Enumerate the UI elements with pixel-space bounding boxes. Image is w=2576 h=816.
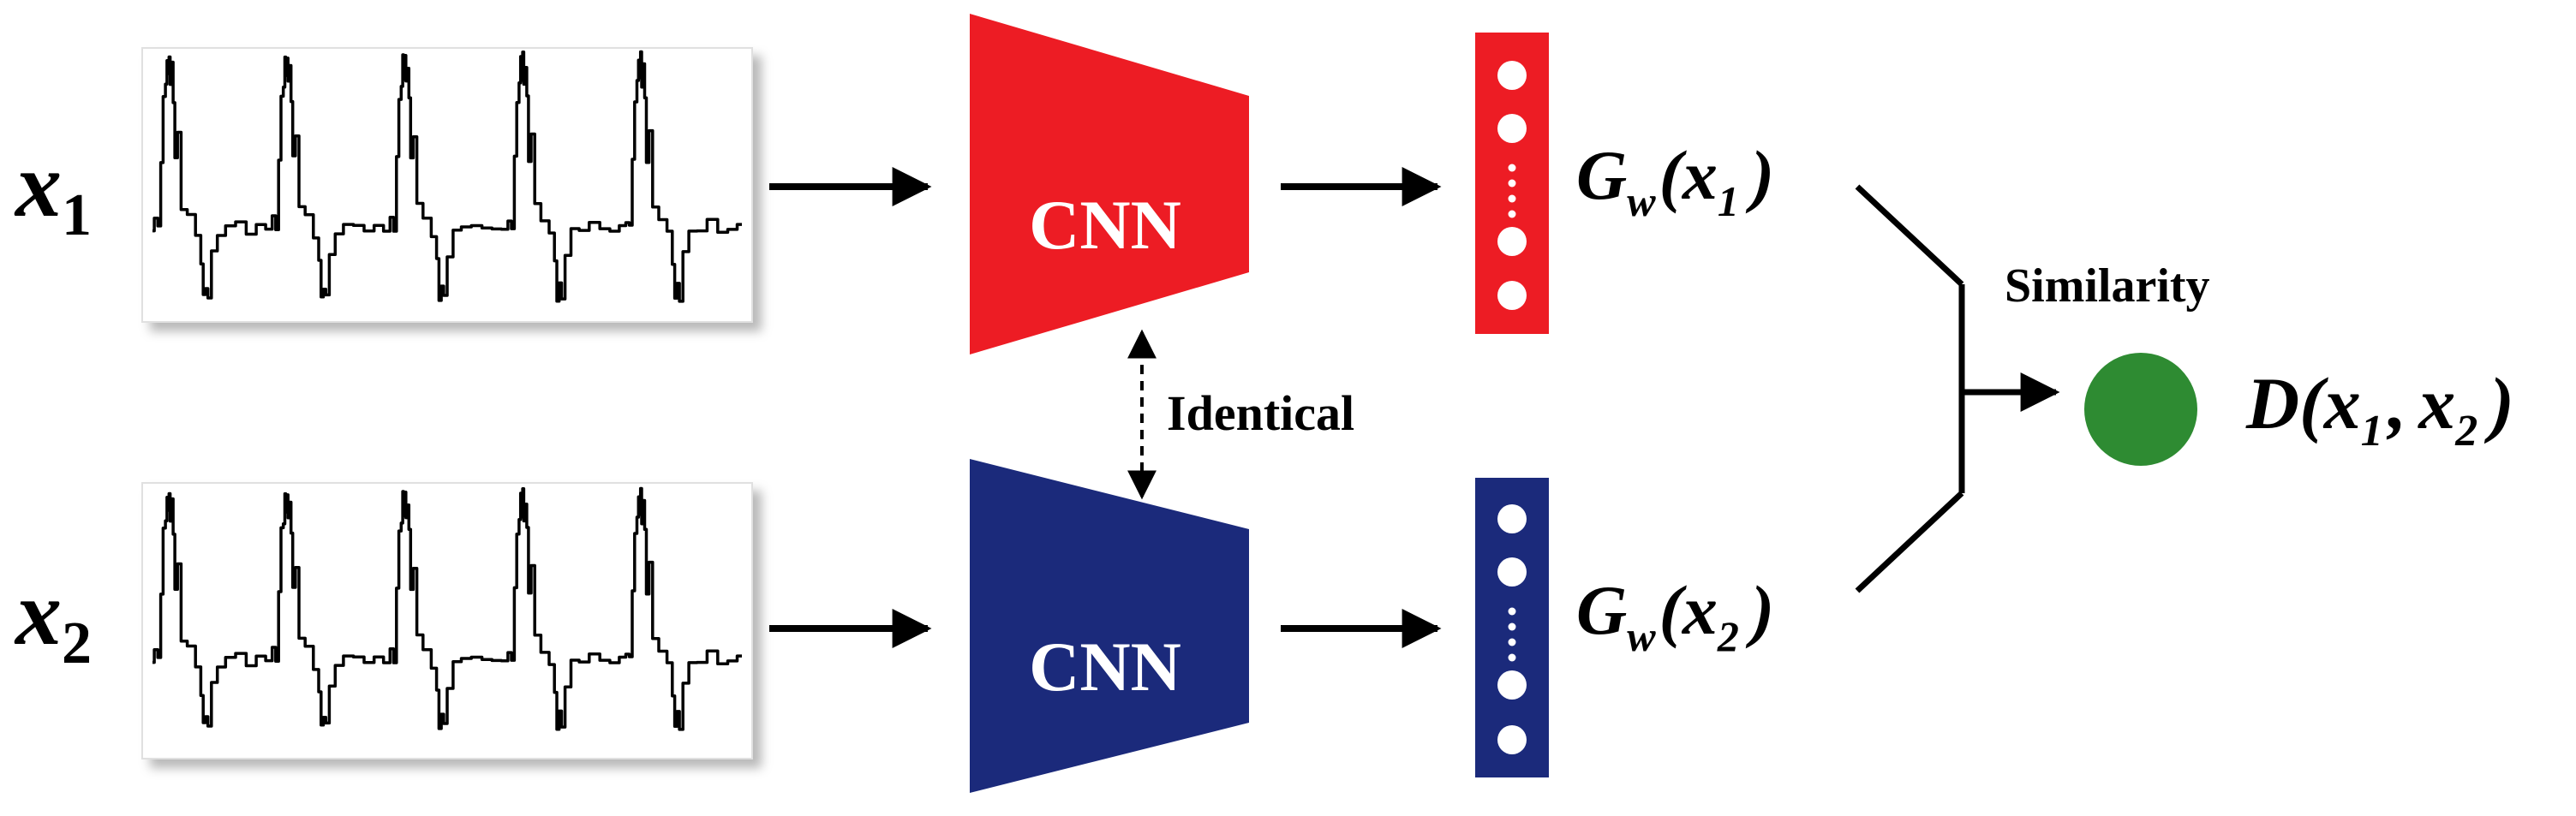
embedding-node: [1497, 670, 1527, 700]
merge-line-bottom: [1855, 491, 1964, 593]
svg-text:x2: x2: [14, 563, 92, 676]
merge-connector: [1855, 184, 1965, 593]
svg-text:Gw(x1): Gw(x1): [1576, 136, 1774, 225]
embedding-node: [1497, 114, 1527, 143]
signal-waveform-1: [152, 50, 742, 303]
embedding-arg: x: [1682, 136, 1718, 214]
svg-text:x1: x1: [14, 134, 92, 248]
embedding-node: [1497, 281, 1527, 310]
cnn-block-2: CNN: [970, 459, 1249, 793]
embedding-func-subscript: w: [1627, 612, 1656, 660]
embedding-arg: x: [1682, 571, 1718, 649]
identical-label: Identical: [1167, 385, 1354, 441]
cnn-label: CNN: [1029, 186, 1181, 264]
output-comma: ,: [2387, 362, 2407, 444]
embedding-dot: [1508, 653, 1516, 662]
embedding-dot: [1508, 210, 1516, 218]
embedding-dot: [1508, 638, 1516, 646]
embedding-node: [1497, 61, 1527, 90]
embedding-func: G: [1576, 136, 1627, 214]
cnn-block-1: CNN: [970, 14, 1249, 354]
embedding-node: [1497, 725, 1527, 754]
input-subscript: 2: [62, 611, 92, 676]
svg-text:Gw(x2): Gw(x2): [1576, 571, 1774, 660]
similarity-label: Similarity: [2005, 259, 2210, 313]
embedding-label-1: Gw(x1): [1576, 136, 1774, 225]
output-arg1: x: [2322, 362, 2361, 444]
embedding-dot: [1508, 622, 1516, 631]
embedding-node: [1497, 557, 1527, 587]
input-subscript: 1: [62, 182, 92, 248]
output-arg2-subscript: 2: [2454, 407, 2477, 456]
embedding-dot: [1508, 607, 1516, 616]
embedding-label-2: Gw(x2): [1576, 571, 1774, 660]
output-open-paren: (: [2299, 362, 2328, 444]
output-func: D: [2245, 362, 2299, 444]
embedding-close-paren: ): [1745, 571, 1774, 649]
output-arg2: x: [2417, 362, 2455, 444]
embedding-dot: [1508, 164, 1516, 172]
input-var: x: [14, 563, 62, 664]
embedding-func-subscript: w: [1627, 177, 1656, 225]
embedding-arg-subscript: 2: [1717, 612, 1739, 660]
cnn-label: CNN: [1029, 628, 1181, 706]
input-var: x: [14, 134, 62, 236]
embedding-close-paren: ): [1745, 136, 1774, 214]
embedding-vector-1: [1475, 33, 1549, 334]
merge-line-top: [1855, 184, 1964, 287]
embedding-dot: [1508, 179, 1516, 188]
embedding-dot: [1508, 194, 1516, 203]
embedding-node: [1497, 227, 1527, 256]
cnn-trapezoid: [970, 459, 1249, 793]
signal-waveform-2: [152, 486, 742, 731]
svg-text:D(x1,x2): D(x1,x2): [2245, 362, 2514, 456]
cnn-trapezoid: [970, 14, 1249, 354]
output-label: D(x1,x2): [2245, 362, 2514, 456]
output-close-paren: ): [2483, 362, 2514, 444]
embedding-vector-2: [1475, 478, 1549, 777]
similarity-output-node: [2084, 353, 2197, 466]
signal-panel-2: [141, 482, 753, 759]
embedding-func: G: [1576, 571, 1627, 649]
output-arg1-subscript: 1: [2361, 407, 2383, 456]
signal-panel-1: [141, 47, 753, 323]
embedding-node: [1497, 504, 1527, 533]
embedding-arg-subscript: 1: [1718, 177, 1739, 225]
input-label-x2: x2: [14, 563, 92, 676]
input-label-x1: x1: [14, 134, 92, 248]
